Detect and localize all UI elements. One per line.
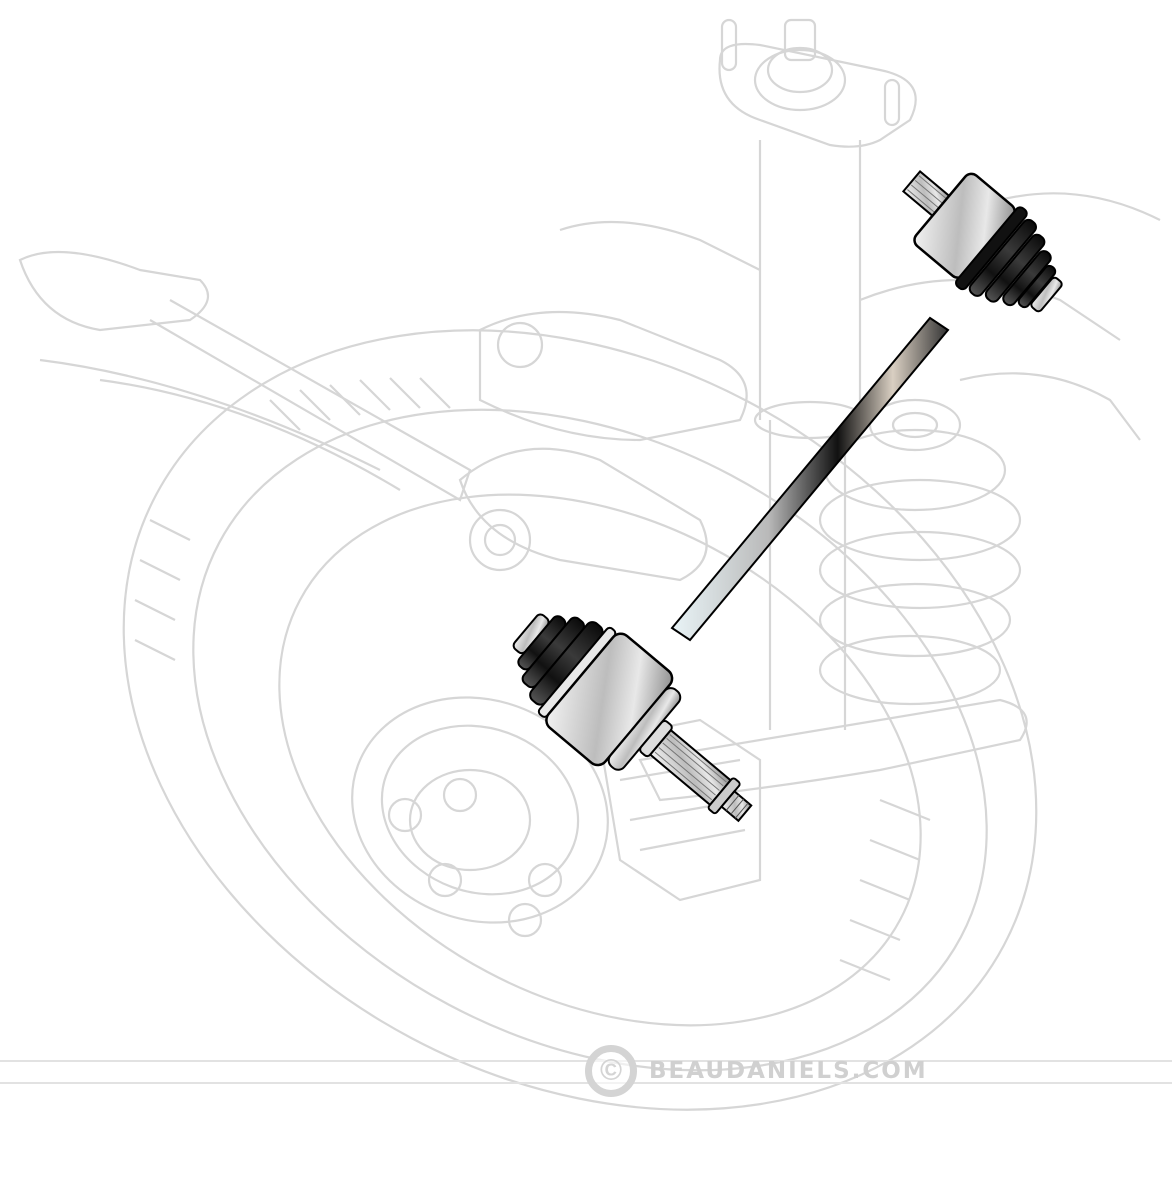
copyright-watermark: © BEAUDANIELS.COM [585,1040,928,1102]
inner-cv-joint [512,613,753,823]
watermark-text: BEAUDANIELS.COM [649,1058,928,1084]
outer-cv-joint [901,170,1063,313]
suspension-background-linework [18,18,1161,1111]
copyright-icon: © [585,1045,637,1097]
copyright-symbol: © [599,1054,623,1087]
axle-shaft [670,316,950,642]
watermark-line-bottom [0,1082,1172,1084]
